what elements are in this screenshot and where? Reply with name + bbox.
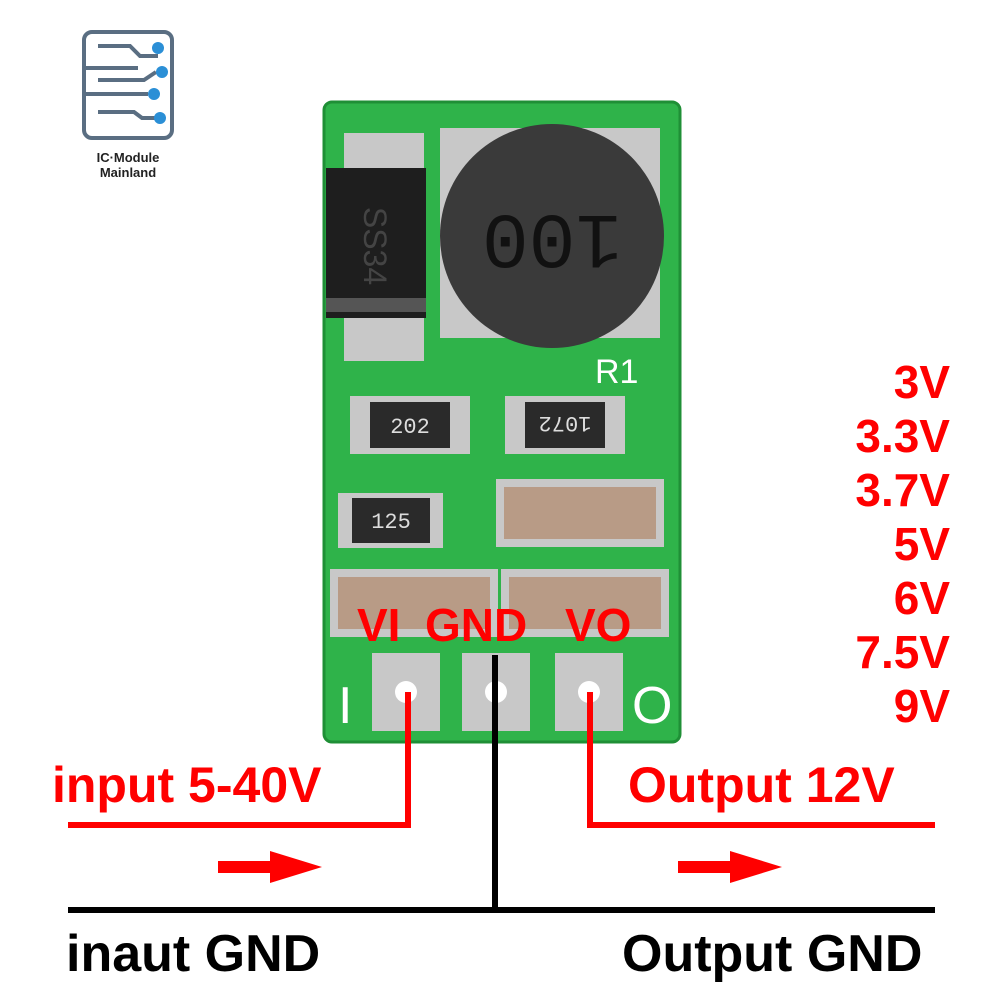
output-arrow-icon <box>678 851 782 883</box>
silk-r1: R1 <box>595 353 638 391</box>
svg-text:125: 125 <box>371 510 411 535</box>
pin-label-vo: VO <box>565 599 632 651</box>
pin-label-vi: VI <box>357 599 401 651</box>
input-label: input 5-40V <box>52 757 322 813</box>
inductor <box>440 124 664 348</box>
input-arrow-icon <box>218 851 322 883</box>
output-gnd-label: Output GND <box>622 925 923 983</box>
voltage-option: 7.5V <box>855 626 950 678</box>
voltage-option: 6V <box>893 572 950 624</box>
diode-pad-bottom <box>344 316 424 361</box>
svg-text:1072: 1072 <box>539 410 592 435</box>
diode-body <box>326 168 426 318</box>
silk-o: O <box>632 677 672 735</box>
resistor-202 <box>370 402 450 448</box>
capacitor-3 <box>501 569 669 637</box>
output-voltage-list: 3V 3.3V 3.7V 5V 6V 7.5V 9V <box>800 355 950 733</box>
logo-line2: Mainland <box>99 165 157 180</box>
capacitor-2 <box>330 569 498 637</box>
svg-text:202: 202 <box>390 415 430 440</box>
silk-i: I <box>338 677 352 735</box>
input-gnd-label: inaut GND <box>66 925 321 983</box>
pin-label-gnd: GND <box>425 599 528 651</box>
voltage-option: 5V <box>893 518 950 570</box>
resistor-1072 <box>525 402 605 448</box>
input-wire <box>68 692 411 828</box>
brand-logo: IC·Module Mainland <box>78 28 178 188</box>
voltage-option: 3.3V <box>855 410 950 462</box>
circuit-logo-icon <box>82 30 174 140</box>
pcb-module: SS34 100 R1 202 1072 125 I O <box>322 100 682 744</box>
voltage-option: 3.7V <box>855 464 950 516</box>
output-label: Output 12V <box>628 757 895 813</box>
output-wire <box>587 692 935 828</box>
logo-line1: IC·Module <box>96 150 160 165</box>
voltage-option: 3V <box>893 356 950 408</box>
inductor-marking: 100 <box>482 192 622 280</box>
diode-marking: SS34 <box>357 207 393 285</box>
voltage-option: 9V <box>893 680 950 732</box>
capacitor-1 <box>496 479 664 547</box>
resistor-125 <box>352 498 430 543</box>
